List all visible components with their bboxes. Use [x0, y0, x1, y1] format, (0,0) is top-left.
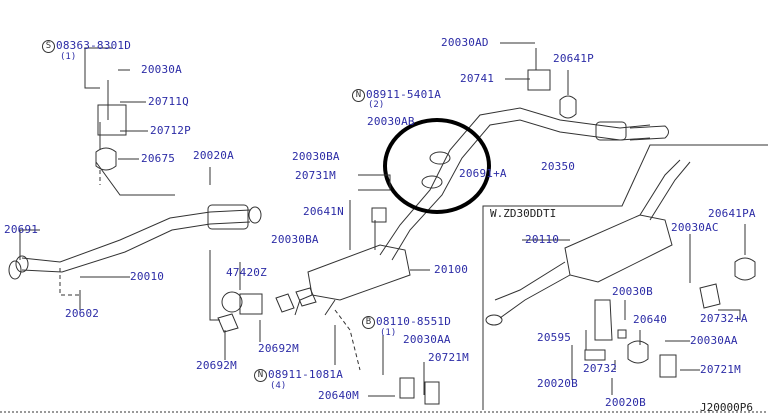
- label-20691[interactable]: 20691: [4, 223, 39, 236]
- label-20030ba-lower[interactable]: 20030BA: [271, 233, 319, 246]
- label-20020b-left[interactable]: 20020B: [537, 377, 578, 390]
- label-20675[interactable]: 20675: [141, 152, 176, 165]
- rubber-20640: [627, 340, 649, 364]
- label-20692m-left[interactable]: 20692M: [196, 359, 237, 372]
- label-20712p[interactable]: 20712P: [150, 124, 191, 137]
- label-20640[interactable]: 20640: [633, 313, 668, 326]
- component-47420z: [221, 291, 243, 313]
- label-20110[interactable]: 20110: [525, 233, 560, 246]
- label-20721m-left[interactable]: 20721M: [428, 351, 469, 364]
- label-20731m[interactable]: 20731M: [295, 169, 336, 182]
- label-20350[interactable]: 20350: [541, 160, 576, 173]
- label-20020b-right[interactable]: 20020B: [605, 396, 646, 409]
- label-47420z[interactable]: 47420Z: [226, 266, 267, 279]
- label-20641pa[interactable]: 20641PA: [708, 207, 756, 220]
- label-20641p[interactable]: 20641P: [553, 52, 594, 65]
- label-20602[interactable]: 20602: [65, 307, 100, 320]
- label-20691-a[interactable]: 20691+A: [459, 167, 507, 180]
- label-20030aa-left[interactable]: 20030AA: [403, 333, 451, 346]
- label-20721m-right[interactable]: 20721M: [700, 363, 741, 376]
- rubber-20641n: [371, 207, 387, 223]
- label-20030ab[interactable]: 20030AB: [367, 115, 415, 128]
- label-20010[interactable]: 20010: [130, 270, 165, 283]
- label-20741[interactable]: 20741: [460, 72, 495, 85]
- label-20030a[interactable]: 20030A: [141, 63, 182, 76]
- label-20595[interactable]: 20595: [537, 331, 572, 344]
- variant-label: W.ZD30DDTI: [490, 207, 557, 220]
- qty-08911-5401a: (2): [368, 100, 385, 110]
- qty-08911-1081a: (4): [270, 381, 287, 391]
- label-20030ac[interactable]: 20030AC: [671, 221, 719, 234]
- center-pipe: [379, 107, 651, 256]
- label-20030ad[interactable]: 20030AD: [441, 36, 489, 49]
- catalyst: [207, 204, 249, 230]
- label-20692m-right[interactable]: 20692M: [258, 342, 299, 355]
- label-20030ba-upper[interactable]: 20030BA: [292, 150, 340, 163]
- qty-08363-8301d: (1): [60, 52, 77, 62]
- label-20732[interactable]: 20732: [583, 362, 618, 375]
- gasket-20691: [8, 260, 22, 280]
- label-20641n[interactable]: 20641N: [303, 205, 344, 218]
- label-20030aa-right[interactable]: 20030AA: [690, 334, 738, 347]
- label-20030b[interactable]: 20030B: [612, 285, 653, 298]
- label-20732-a[interactable]: 20732+A: [700, 312, 748, 325]
- label-20711q[interactable]: 20711Q: [148, 95, 189, 108]
- rubber-20641pa: [734, 257, 756, 281]
- label-20100[interactable]: 20100: [434, 263, 469, 276]
- label-20640m[interactable]: 20640M: [318, 389, 359, 402]
- variant-box-border: [482, 144, 768, 410]
- bracket-20711q: [97, 104, 127, 136]
- rubber-20675: [95, 147, 117, 171]
- muffler-20100: [307, 244, 411, 301]
- front-pipe: [21, 209, 251, 263]
- label-20020a[interactable]: 20020A: [193, 149, 234, 162]
- highlight-circle: [383, 118, 491, 214]
- qty-08110-8551d: (1): [380, 328, 397, 338]
- diagram-code: J20000P6: [700, 401, 753, 414]
- muffler-20110: [564, 214, 673, 283]
